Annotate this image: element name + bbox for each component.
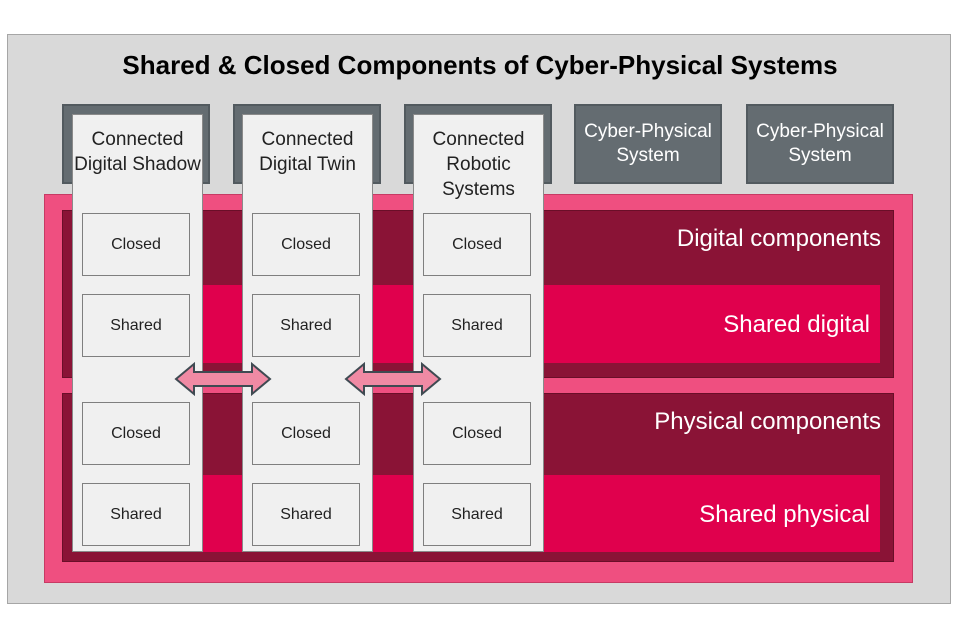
cps-box-4: Cyber-Physical System — [574, 104, 722, 184]
closed-physical-cell: Closed — [423, 402, 531, 465]
column-digital-twin: Connected Digital Twin Closed Shared Clo… — [242, 114, 373, 552]
shared-digital-cell: Shared — [423, 294, 531, 357]
shared-digital-label: Shared digital — [723, 311, 870, 338]
physical-components-label: Physical components — [654, 408, 881, 435]
shared-digital-cell: Shared — [252, 294, 360, 357]
column-robotic-systems: Connected Robotic Systems Closed Shared … — [413, 114, 544, 552]
digital-components-label: Digital components — [676, 225, 881, 252]
diagram-title: Shared & Closed Components of Cyber-Phys… — [122, 50, 838, 80]
column-title: Connected Digital Shadow — [74, 129, 201, 175]
column-title: Connected Digital Twin — [259, 129, 356, 175]
shared-physical-cell: Shared — [252, 483, 360, 546]
closed-digital-cell: Closed — [423, 213, 531, 276]
shared-digital-cell: Shared — [82, 294, 190, 357]
column-title: Connected Robotic Systems — [432, 129, 525, 200]
closed-digital-cell: Closed — [82, 213, 190, 276]
closed-physical-cell: Closed — [82, 402, 190, 465]
shared-physical-label: Shared physical — [699, 501, 870, 528]
cps-box-5: Cyber-Physical System — [746, 104, 894, 184]
shared-physical-cell: Shared — [82, 483, 190, 546]
closed-digital-cell: Closed — [252, 213, 360, 276]
closed-physical-cell: Closed — [252, 402, 360, 465]
double-arrow-icon — [344, 362, 442, 396]
shared-physical-cell: Shared — [423, 483, 531, 546]
double-arrow-icon — [174, 362, 272, 396]
column-digital-shadow: Connected Digital Shadow Closed Shared C… — [72, 114, 203, 552]
